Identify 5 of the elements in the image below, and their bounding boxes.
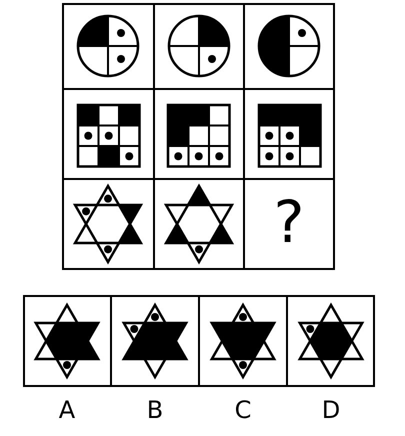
option-letter: B (146, 398, 164, 422)
question-mark: ? (272, 193, 306, 251)
option-letter: A (58, 398, 76, 422)
option-letter: C (234, 398, 252, 422)
option-letter: D (320, 398, 342, 422)
